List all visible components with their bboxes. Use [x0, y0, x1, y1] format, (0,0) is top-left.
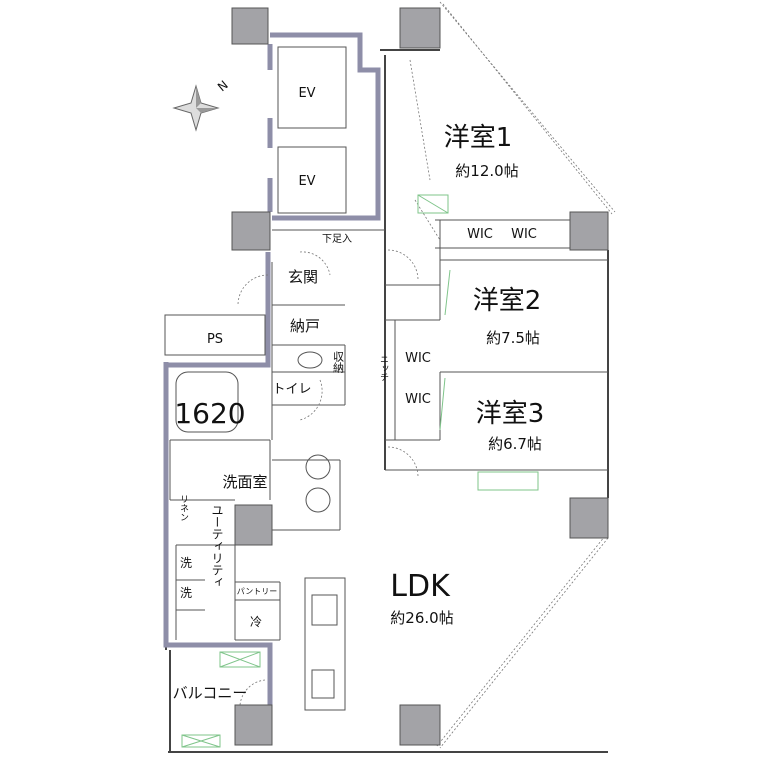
ps-label: PS [207, 332, 223, 347]
wic-label: WIC [405, 351, 431, 366]
compass-icon: N [172, 78, 231, 132]
ldk-size: 約26.0帖 [390, 609, 453, 627]
elevator-1 [277, 46, 347, 129]
storage-label: 収納 [332, 351, 345, 374]
western2-name: 洋室2 [473, 286, 542, 316]
room-labels: EV EV PS 洋室1 約12.0帖 WIC WIC 洋室2 約7.5帖 WI… [173, 86, 545, 702]
pipe-space [164, 314, 266, 356]
ldk-name: LDK [390, 569, 451, 604]
entrance-label: 玄関 [288, 268, 318, 286]
fridge-label: 冷 [250, 615, 262, 629]
fixtures [175, 194, 539, 748]
building-outline [163, 1, 616, 753]
western3-size: 約6.7帖 [488, 435, 542, 453]
shoe-storage-label: 下足入 [322, 233, 352, 245]
washer-label: 洗 [180, 586, 192, 600]
wic-label: WIC [405, 392, 431, 407]
western1-size: 約12.0帖 [455, 162, 518, 180]
closet-label: 納戸 [290, 317, 320, 335]
wic-label: WIC [511, 227, 537, 242]
western1-name: 洋室1 [444, 123, 513, 153]
door-swings [237, 59, 441, 706]
linen-label: リネン [178, 495, 189, 522]
toilet-label: トイレ [272, 382, 311, 397]
wic-label: WIC [467, 227, 493, 242]
elevator-label: EV [298, 174, 315, 189]
elevator-label: EV [298, 86, 315, 101]
structural-columns [231, 7, 609, 746]
washer-label: 洗 [180, 556, 192, 570]
pantry-label: パントリー [237, 587, 277, 596]
washroom-label: 洗面室 [222, 473, 267, 491]
utility-label: ユーティリティ [210, 504, 224, 588]
elevator-2 [277, 146, 347, 214]
western3-name: 洋室3 [476, 399, 545, 429]
balcony-label: バルコニー [173, 684, 248, 702]
western2-size: 約7.5帖 [486, 329, 540, 347]
north-label: N [215, 78, 231, 94]
niche-label: ニッチ [378, 355, 389, 382]
bath-label: 1620 [174, 397, 245, 430]
